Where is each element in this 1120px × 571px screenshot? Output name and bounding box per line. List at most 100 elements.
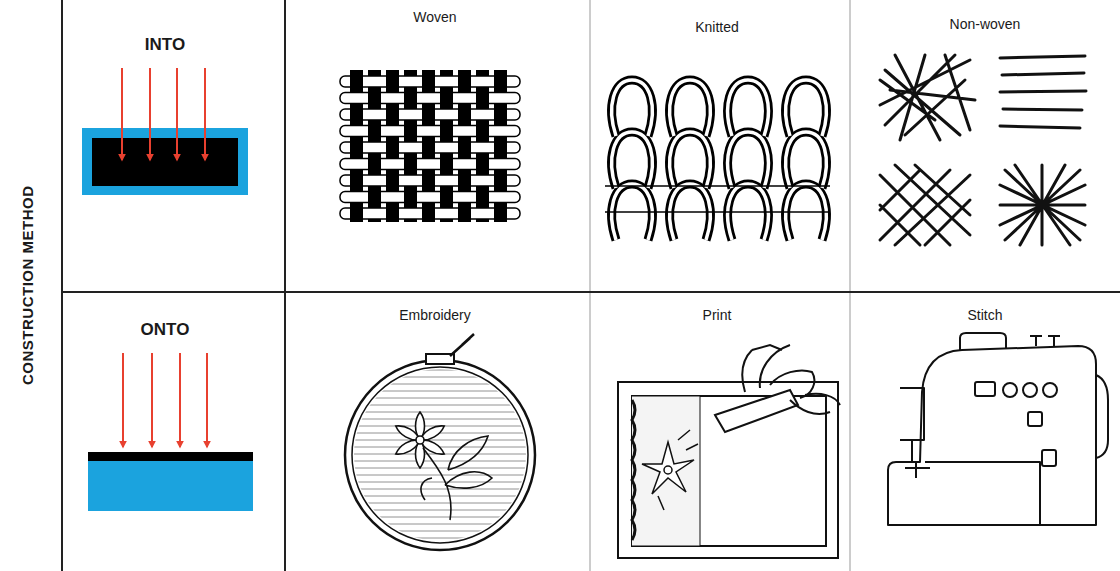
embroidery-hoop-part-part bbox=[350, 496, 530, 497]
onto-icon bbox=[88, 353, 253, 511]
embroidery-hoop-part-part bbox=[416, 436, 424, 444]
screen-print-part bbox=[632, 396, 700, 546]
sewing-machine-part bbox=[1023, 383, 1037, 397]
embroidery-hoop-part-part bbox=[350, 440, 530, 441]
grid-lines-part bbox=[850, 0, 851, 571]
sewing-machine-part bbox=[1096, 375, 1108, 458]
knitted-loops-part bbox=[612, 80, 653, 136]
sewing-machine-part bbox=[960, 333, 1006, 350]
embroidery-hoop-part bbox=[394, 412, 447, 468]
woven-weave-part bbox=[386, 173, 399, 188]
embroidery-hoop-part bbox=[421, 436, 492, 520]
embroidery-hoop-part-part bbox=[350, 524, 530, 525]
embroidery-hoop-part-part bbox=[350, 370, 530, 371]
embroidery-hoop-part-part bbox=[350, 510, 530, 511]
woven-weave-part bbox=[404, 91, 417, 106]
nonwoven-fibres bbox=[880, 55, 1086, 245]
into-icon-part bbox=[122, 68, 205, 160]
woven-weave-part bbox=[476, 157, 489, 172]
woven-weave-part bbox=[476, 124, 489, 139]
embroidery-hoop-part bbox=[345, 360, 535, 550]
woven-weave-part bbox=[350, 173, 363, 188]
column-heading: Non-woven bbox=[950, 17, 1021, 32]
woven-weave-part bbox=[440, 91, 453, 106]
woven-weave-part bbox=[340, 159, 520, 170]
woven-weave-part bbox=[458, 140, 471, 155]
screen-print-part bbox=[742, 345, 814, 398]
screen-print-part bbox=[642, 430, 698, 510]
embroidery-hoop-part-part bbox=[350, 475, 530, 476]
grid-lines-part bbox=[62, 291, 1120, 293]
sewing-machine-part bbox=[1003, 383, 1017, 397]
woven-weave bbox=[340, 70, 520, 222]
into-icon bbox=[82, 68, 248, 195]
nonwoven-fibres-part bbox=[880, 165, 970, 245]
woven-weave-part bbox=[340, 93, 520, 104]
woven-weave-part bbox=[440, 190, 453, 205]
embroidery-hoop-part-part bbox=[350, 412, 530, 413]
woven-weave-part bbox=[494, 140, 507, 155]
woven-weave-part bbox=[440, 157, 453, 172]
screen-print bbox=[618, 345, 840, 558]
woven-weave-part bbox=[422, 107, 435, 122]
column-heading: Stitch bbox=[967, 308, 1002, 323]
onto-icon-part bbox=[88, 455, 253, 511]
woven-weave-part bbox=[368, 124, 381, 139]
woven-weave-part bbox=[340, 126, 520, 137]
woven-weave-part bbox=[386, 206, 399, 221]
embroidery-hoop-part bbox=[350, 370, 530, 538]
sewing-machine-part bbox=[1042, 450, 1056, 466]
embroidery-hoop-part-part bbox=[350, 482, 530, 483]
woven-weave-part bbox=[404, 157, 417, 172]
woven-weave-part bbox=[494, 173, 507, 188]
woven-weave-part bbox=[476, 91, 489, 106]
sewing-machine-part bbox=[1028, 412, 1042, 426]
screen-print-part bbox=[715, 390, 798, 432]
embroidery-hoop-part-part bbox=[350, 531, 530, 532]
embroidery-hoop-part-part bbox=[350, 377, 530, 378]
woven-weave-part bbox=[350, 107, 363, 122]
sewing-machine-part bbox=[1030, 335, 1060, 346]
row-heading: INTO bbox=[145, 36, 185, 55]
sewing-machine-part bbox=[975, 382, 995, 396]
woven-weave-part bbox=[368, 91, 381, 106]
knitted-loops-part bbox=[670, 80, 711, 136]
woven-weave-part bbox=[386, 74, 399, 89]
woven-weave-part bbox=[350, 140, 363, 155]
onto-icon-part-part bbox=[206, 353, 208, 447]
into-icon-part bbox=[92, 138, 238, 186]
sewing-machine-part bbox=[1043, 383, 1057, 397]
woven-weave-part bbox=[368, 157, 381, 172]
into-icon-part-part bbox=[121, 68, 123, 160]
embroidery-hoop-part-part bbox=[350, 517, 530, 518]
into-icon-part-part bbox=[176, 68, 178, 160]
embroidery-hoop-part-part bbox=[350, 384, 530, 385]
woven-weave-part bbox=[422, 74, 435, 89]
woven-weave-part bbox=[458, 206, 471, 221]
woven-weave-part bbox=[422, 206, 435, 221]
woven-weave-part bbox=[404, 190, 417, 205]
knitted-loops-part bbox=[670, 132, 711, 188]
sewing-machine-part bbox=[925, 462, 1040, 525]
embroidery-hoop-part-part bbox=[350, 538, 530, 539]
woven-weave-part bbox=[494, 74, 507, 89]
woven-weave-part bbox=[476, 190, 489, 205]
embroidery-hoop-part-part bbox=[350, 468, 530, 469]
into-icon-part-part bbox=[149, 68, 151, 160]
onto-icon-part-part bbox=[122, 353, 124, 447]
onto-icon-part-part bbox=[151, 353, 153, 447]
grid-lines bbox=[62, 0, 1120, 571]
knitted-loops-part bbox=[612, 132, 653, 188]
column-heading: Knitted bbox=[695, 20, 739, 35]
into-icon-part-part bbox=[204, 68, 206, 160]
knitted-loops-part bbox=[786, 132, 827, 188]
woven-weave-part bbox=[494, 107, 507, 122]
woven-weave-part bbox=[458, 173, 471, 188]
woven-weave-part bbox=[350, 74, 363, 89]
column-heading: Embroidery bbox=[399, 308, 471, 323]
embroidery-hoop-part-part bbox=[350, 405, 530, 406]
screen-print-part bbox=[790, 394, 840, 414]
embroidery-hoop-part bbox=[450, 334, 474, 356]
embroidery-hoop-part-part bbox=[350, 398, 530, 399]
